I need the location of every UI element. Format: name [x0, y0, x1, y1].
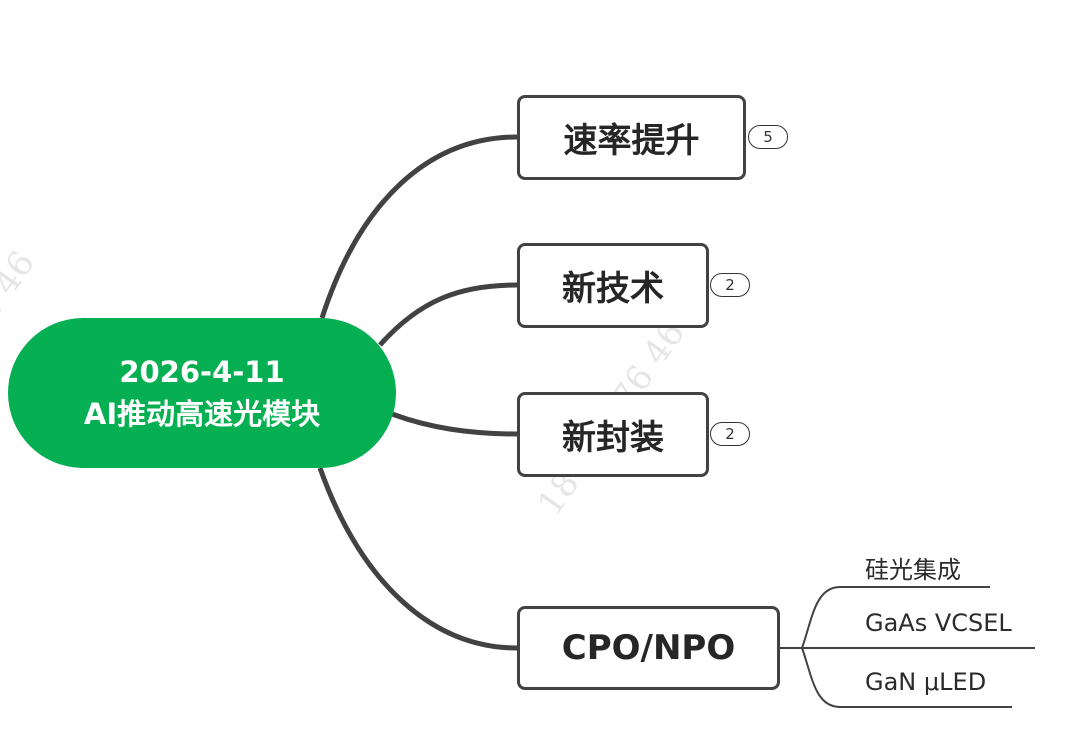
- connector-newpkg: [391, 411, 518, 437]
- branch-label: 新封装: [562, 418, 664, 458]
- badge-count: 5: [763, 128, 773, 146]
- badge-count: 2: [725, 425, 735, 443]
- leaf-silicon-photonics[interactable]: 硅光集成: [865, 556, 961, 584]
- connector-newtech: [378, 282, 518, 347]
- branch-new-tech[interactable]: 新技术: [517, 243, 709, 328]
- collapse-badge-newtech[interactable]: 2: [710, 273, 750, 297]
- branch-speed-upgrade[interactable]: 速率提升: [517, 95, 746, 180]
- collapse-badge-speed[interactable]: 5: [748, 125, 788, 149]
- branch-new-packaging[interactable]: 新封装: [517, 392, 709, 477]
- connector-speed: [319, 134, 518, 319]
- branch-label: CPO/NPO: [561, 628, 736, 668]
- leaf-gan-uled[interactable]: GaN μLED: [865, 668, 987, 696]
- connector-leaf-3: [801, 647, 1012, 708]
- connector-cpo: [317, 467, 518, 651]
- root-date: 2026-4-11: [119, 355, 285, 389]
- branch-label: 新技术: [562, 269, 664, 309]
- leaf-gaas-vcsel[interactable]: GaAs VCSEL: [865, 609, 1012, 637]
- branch-label: 速率提升: [563, 121, 700, 161]
- connector-leaf-1: [801, 586, 990, 649]
- badge-count: 2: [725, 276, 735, 294]
- root-topic[interactable]: 2026-4-11 AI推动高速光模块: [8, 318, 396, 468]
- collapse-badge-newpkg[interactable]: 2: [710, 422, 750, 446]
- root-title: AI推动高速光模块: [83, 397, 321, 431]
- branch-cpo-npo[interactable]: CPO/NPO: [517, 606, 780, 690]
